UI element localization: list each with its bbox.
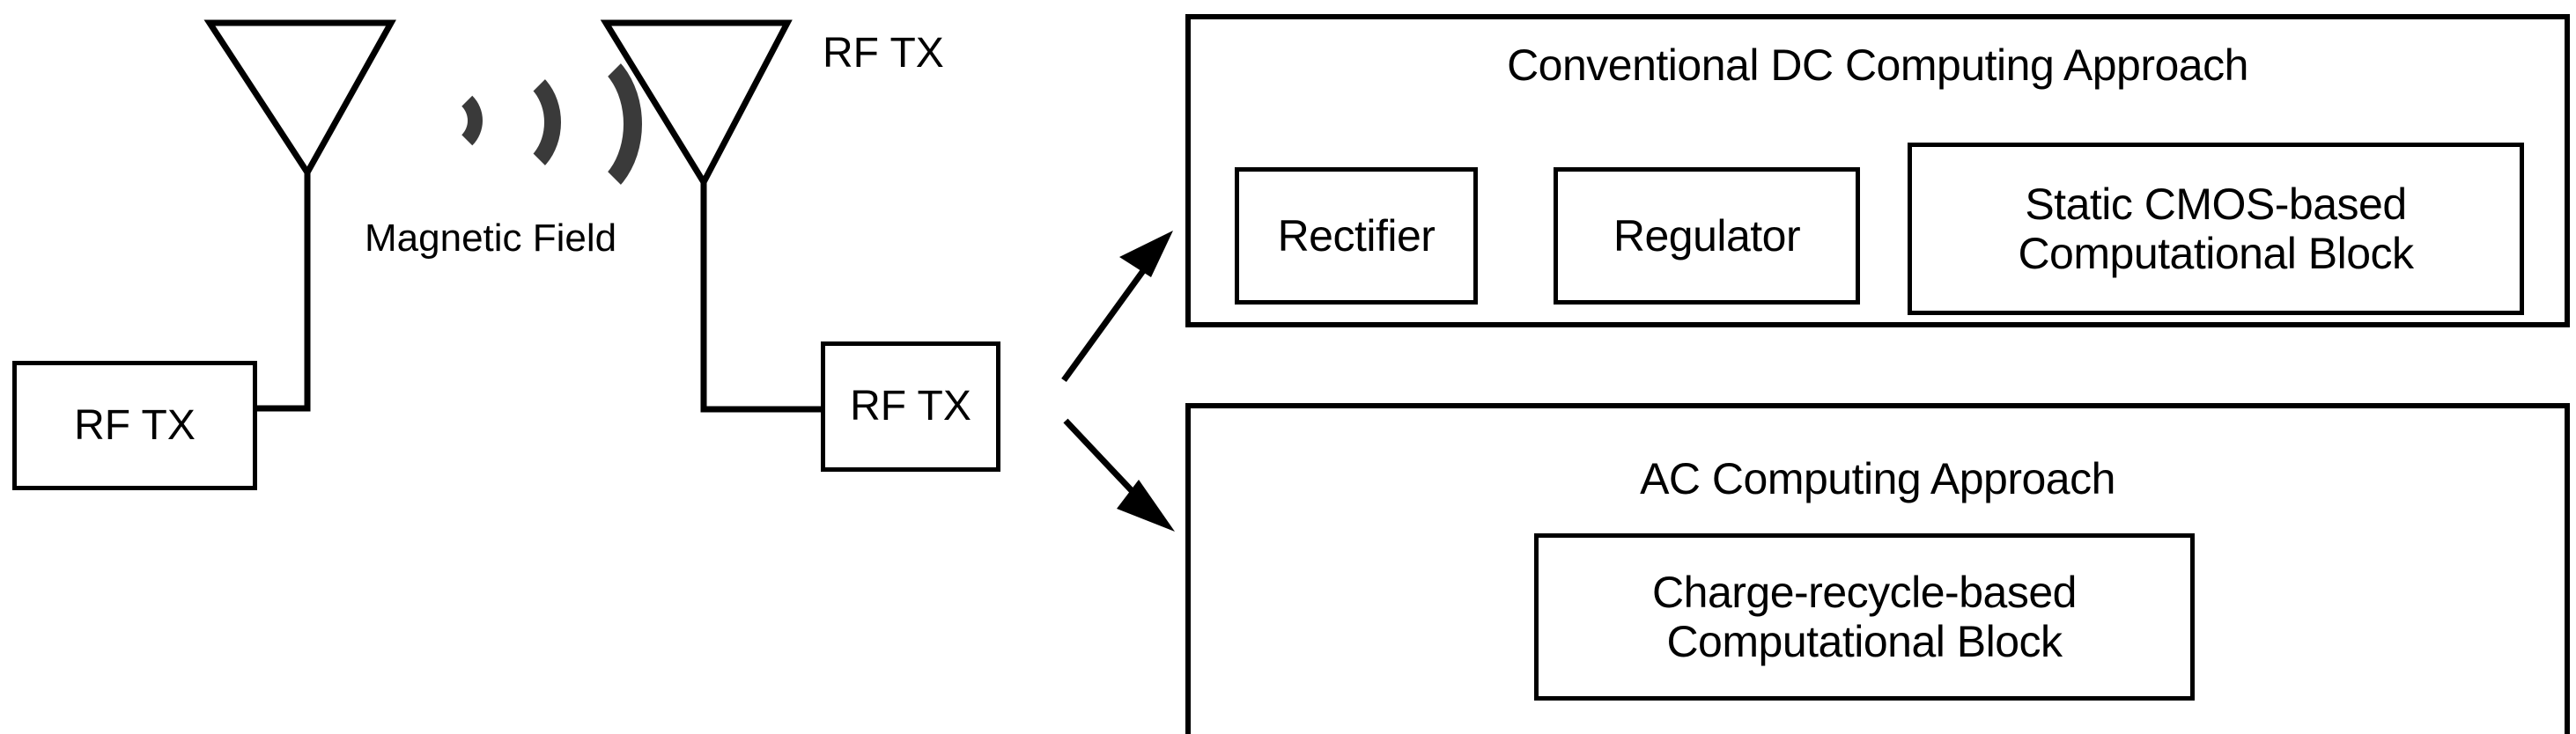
- receive-antenna-label: RF TX: [823, 30, 944, 77]
- panel-conventional-dc-title: Conventional DC Computing Approach: [1507, 40, 2248, 90]
- rf-tx-receiver-box[interactable]: RF TX: [821, 341, 1000, 472]
- block-regulator-label: Regulator: [1613, 211, 1801, 261]
- arrow-rf-to-conventional-dc: [1061, 231, 1173, 383]
- rf-tx-transmitter-label: RF TX: [74, 401, 196, 449]
- block-static-cmos-label-line2: Computational Block: [2018, 229, 2414, 278]
- receive-antenna-icon: [600, 19, 793, 189]
- panel-conventional-dc: Conventional DC Computing Approach Recti…: [1185, 14, 2570, 327]
- panel-ac-computing: AC Computing Approach Charge-recycle-bas…: [1185, 403, 2570, 734]
- rf-tx-receiver-label: RF TX: [850, 383, 971, 429]
- block-charge-recycle-label-line1: Charge-recycle-based: [1652, 568, 2077, 617]
- transmit-antenna-icon: [203, 19, 396, 179]
- block-rectifier-label: Rectifier: [1277, 211, 1436, 261]
- rf-wave-arc-large: [513, 42, 642, 206]
- magnetic-field-label: Magnetic Field: [365, 217, 617, 260]
- block-charge-recycle[interactable]: Charge-recycle-based Computational Block: [1534, 533, 2195, 701]
- rf-tx-transmitter-box[interactable]: RF TX: [12, 361, 257, 490]
- block-static-cmos-label-line1: Static CMOS-based: [2025, 180, 2407, 229]
- arrow-rf-to-ac-computing: [1063, 418, 1175, 532]
- block-regulator[interactable]: Regulator: [1554, 167, 1860, 305]
- panel-ac-computing-title: AC Computing Approach: [1640, 454, 2115, 503]
- transmit-antenna-wire: [257, 172, 311, 412]
- receive-antenna-wire: [700, 182, 824, 413]
- block-static-cmos[interactable]: Static CMOS-based Computational Block: [1908, 143, 2524, 315]
- block-rectifier[interactable]: Rectifier: [1235, 167, 1478, 305]
- block-charge-recycle-label-line2: Computational Block: [1666, 617, 2063, 666]
